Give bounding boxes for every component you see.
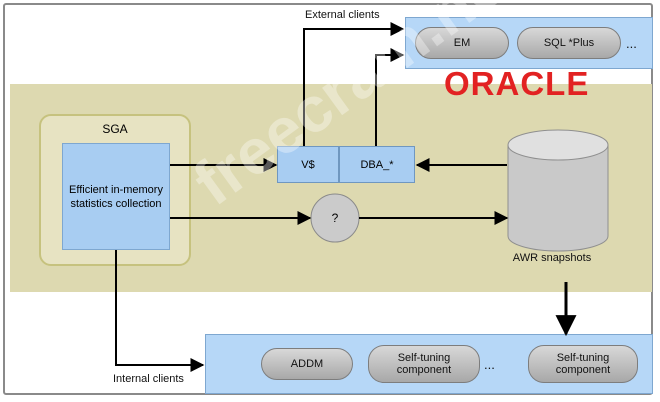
external-clients-label: External clients: [305, 9, 380, 21]
vs-box: V$: [277, 146, 339, 183]
awr-snapshots-label: AWR snapshots: [512, 252, 592, 264]
internal-client-self-tuning-1-label: Self-tuning component: [396, 352, 452, 376]
internal-clients-ellipsis: ...: [484, 357, 495, 372]
internal-client-self-tuning-2: Self-tuning component: [528, 345, 638, 383]
external-client-sqlplus-label: SQL *Plus: [543, 37, 595, 49]
oracle-logo: ORACLE: [444, 65, 590, 102]
question-label: ?: [332, 211, 339, 225]
external-clients-ellipsis: ...: [626, 36, 637, 51]
internal-client-self-tuning-2-label: Self-tuning component: [555, 352, 611, 376]
vs-label: V$: [301, 158, 315, 171]
internal-client-addm: ADDM: [261, 348, 353, 380]
dba-label: DBA_*: [360, 158, 394, 171]
external-client-sqlplus: SQL *Plus: [517, 27, 621, 59]
dba-box: DBA_*: [339, 146, 415, 183]
external-client-em-label: EM: [453, 37, 471, 49]
external-client-em: EM: [415, 27, 509, 59]
arrow-dba-to-external: [375, 48, 405, 146]
internal-client-self-tuning-1: Self-tuning component: [368, 345, 480, 383]
awr-cylinder-top: [507, 129, 609, 161]
internal-client-addm-label: ADDM: [290, 358, 324, 370]
arrow-efficient-to-internal: [115, 250, 205, 372]
arrow-vs-to-external: [303, 22, 405, 146]
statistics-collection-box: Efficient in-memory statistics collectio…: [62, 143, 170, 250]
internal-clients-label: Internal clients: [113, 373, 184, 385]
sga-label: SGA: [102, 122, 128, 136]
